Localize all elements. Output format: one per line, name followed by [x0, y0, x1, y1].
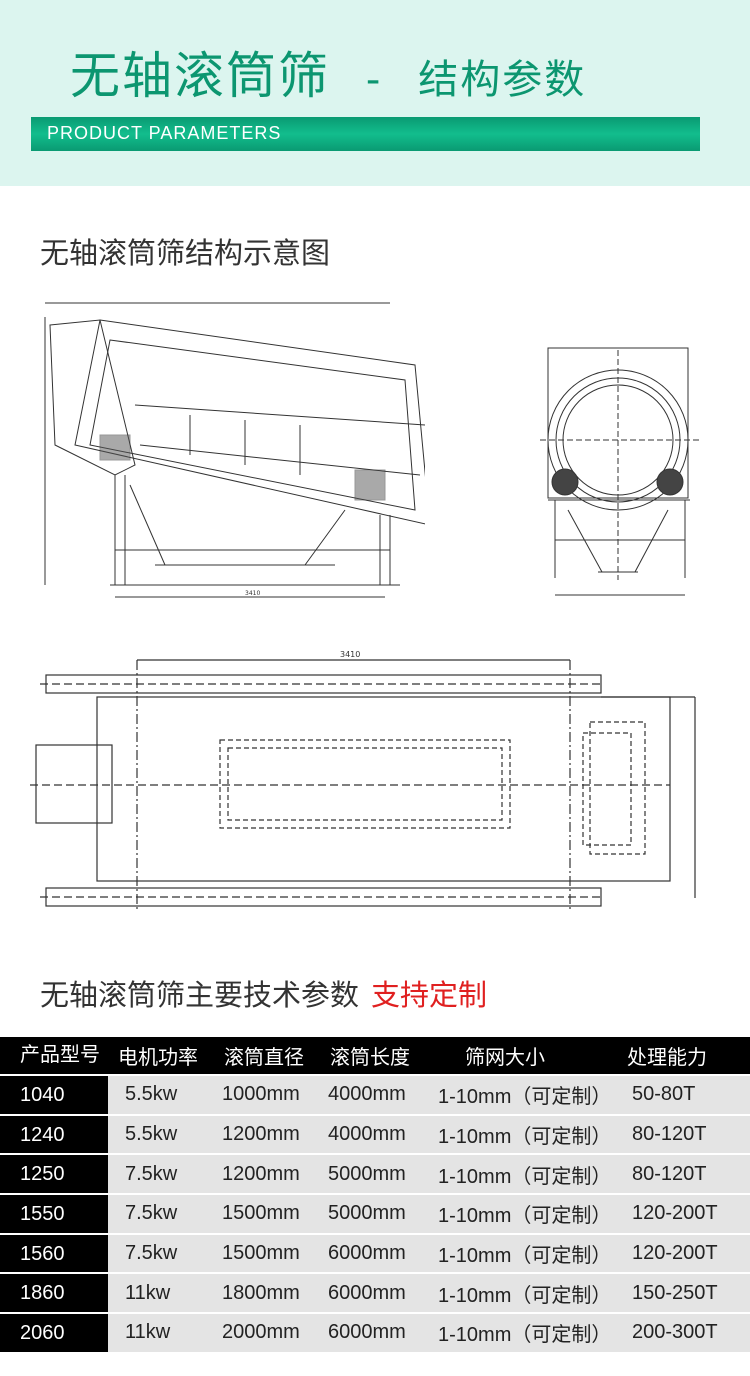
cell-capacity: 50-80T — [632, 1083, 696, 1106]
cell-motor-power: 11kw — [125, 1321, 171, 1344]
table-row: 2060 11kw 2000mm 6000mm 1-10mm（可定制） 200-300T — [0, 1312, 750, 1352]
cell-model: 1860 — [0, 1274, 108, 1313]
cell-model: 1560 — [0, 1234, 108, 1273]
cell-diameter: 1000mm — [222, 1083, 300, 1106]
end-view-drawing — [540, 347, 700, 596]
col-mesh-size: 筛网大小 — [465, 1047, 545, 1069]
cell-length: 6000mm — [328, 1281, 406, 1304]
cell-capacity: 200-300T — [632, 1321, 718, 1344]
customizable-label: 支持定制 — [371, 978, 488, 1012]
cell-motor-power: 11kw — [125, 1281, 171, 1304]
table-row: 1550 7.5kw 1500mm 5000mm 1-10mm（可定制） 120-200T — [0, 1193, 750, 1233]
table-row: 1040 5.5kw 1000mm 4000mm 1-10mm（可定制） 50-80T — [0, 1074, 750, 1114]
cell-motor-power: 7.5kw — [125, 1242, 178, 1265]
cell-capacity: 120-200T — [632, 1242, 718, 1265]
cell-model: 1040 — [0, 1076, 108, 1114]
cell-mesh-size: 1-10mm（可定制） — [438, 1284, 612, 1307]
table-row: 1250 7.5kw 1200mm 5000mm 1-10mm（可定制） 80-120T — [0, 1153, 750, 1194]
cell-diameter: 1200mm — [222, 1162, 300, 1185]
cell-mesh-size: 1-10mm（可定制） — [438, 1126, 612, 1149]
cell-diameter: 1200mm — [222, 1123, 300, 1146]
cell-length: 5000mm — [328, 1162, 406, 1185]
cell-model: 1240 — [0, 1115, 108, 1154]
col-length: 滚筒长度 — [330, 1047, 410, 1069]
cell-capacity: 120-200T — [632, 1202, 718, 1225]
cell-motor-power: 7.5kw — [125, 1162, 178, 1185]
cell-motor-power: 5.5kw — [125, 1123, 178, 1146]
title-sub: 结构参数 — [418, 57, 587, 103]
cell-diameter: 2000mm — [222, 1321, 300, 1344]
cell-capacity: 80-120T — [632, 1123, 707, 1146]
diagram-heading: 无轴滚筒筛结构示意图 — [40, 236, 331, 270]
cell-mesh-size: 1-10mm（可定制） — [438, 1205, 612, 1228]
cell-diameter: 1800mm — [222, 1281, 300, 1304]
product-parameters-band: PRODUCT PARAMETERS — [31, 117, 700, 151]
title-main: 无轴滚筒筛 — [70, 47, 330, 105]
specs-heading-text: 无轴滚筒筛主要技术参数 — [40, 978, 360, 1012]
cell-mesh-size: 1-10mm（可定制） — [438, 1324, 612, 1347]
cell-diameter: 1500mm — [222, 1242, 300, 1265]
cell-model: 1250 — [0, 1155, 108, 1194]
cell-length: 5000mm — [328, 1202, 406, 1225]
table-row: 1560 7.5kw 1500mm 6000mm 1-10mm（可定制） 120-200T — [0, 1232, 750, 1273]
cell-motor-power: 7.5kw — [125, 1202, 178, 1225]
table-row: 1240 5.5kw 1200mm 4000mm 1-10mm（可定制） 80-120T — [0, 1113, 750, 1154]
table-row: 1860 11kw 1800mm 6000mm 1-10mm（可定制） 150-250T — [0, 1272, 750, 1313]
title-separator: - — [365, 57, 383, 103]
side-view-drawing: 3410 — [44, 302, 425, 598]
plan-dim-label: 3410 — [340, 650, 360, 659]
cell-model: 1550 — [0, 1195, 108, 1233]
col-motor-power: 电机功率 — [118, 1047, 198, 1069]
plan-view-drawing: 3410 — [30, 650, 696, 910]
cell-capacity: 80-120T — [632, 1162, 707, 1185]
cell-diameter: 1500mm — [222, 1202, 300, 1225]
cell-length: 6000mm — [328, 1242, 406, 1265]
cell-model: 2060 — [0, 1314, 108, 1352]
band-label: PRODUCT PARAMETERS — [47, 123, 282, 143]
cell-mesh-size: 1-10mm（可定制） — [438, 1086, 612, 1109]
col-diameter: 滚筒直径 — [224, 1047, 304, 1069]
table-header: 产品型号 电机功率 滚筒直径 滚筒长度 筛网大小 处理能力 — [0, 1037, 750, 1074]
side-dim-label: 3410 — [245, 590, 260, 597]
cell-motor-power: 5.5kw — [125, 1083, 178, 1106]
col-model: 产品型号 — [20, 1044, 100, 1066]
cell-mesh-size: 1-10mm（可定制） — [438, 1165, 612, 1188]
cell-capacity: 150-250T — [632, 1281, 718, 1304]
col-capacity: 处理能力 — [627, 1047, 707, 1069]
specs-heading: 无轴滚筒筛主要技术参数支持定制 — [40, 972, 487, 1014]
cell-length: 4000mm — [328, 1123, 406, 1146]
header-banner: 无轴滚筒筛 - 结构参数 PRODUCT PARAMETERS — [0, 0, 750, 186]
cell-length: 6000mm — [328, 1321, 406, 1344]
cell-length: 4000mm — [328, 1083, 406, 1106]
page-title: 无轴滚筒筛 - 结构参数 — [70, 36, 586, 108]
cell-mesh-size: 1-10mm（可定制） — [438, 1245, 612, 1268]
